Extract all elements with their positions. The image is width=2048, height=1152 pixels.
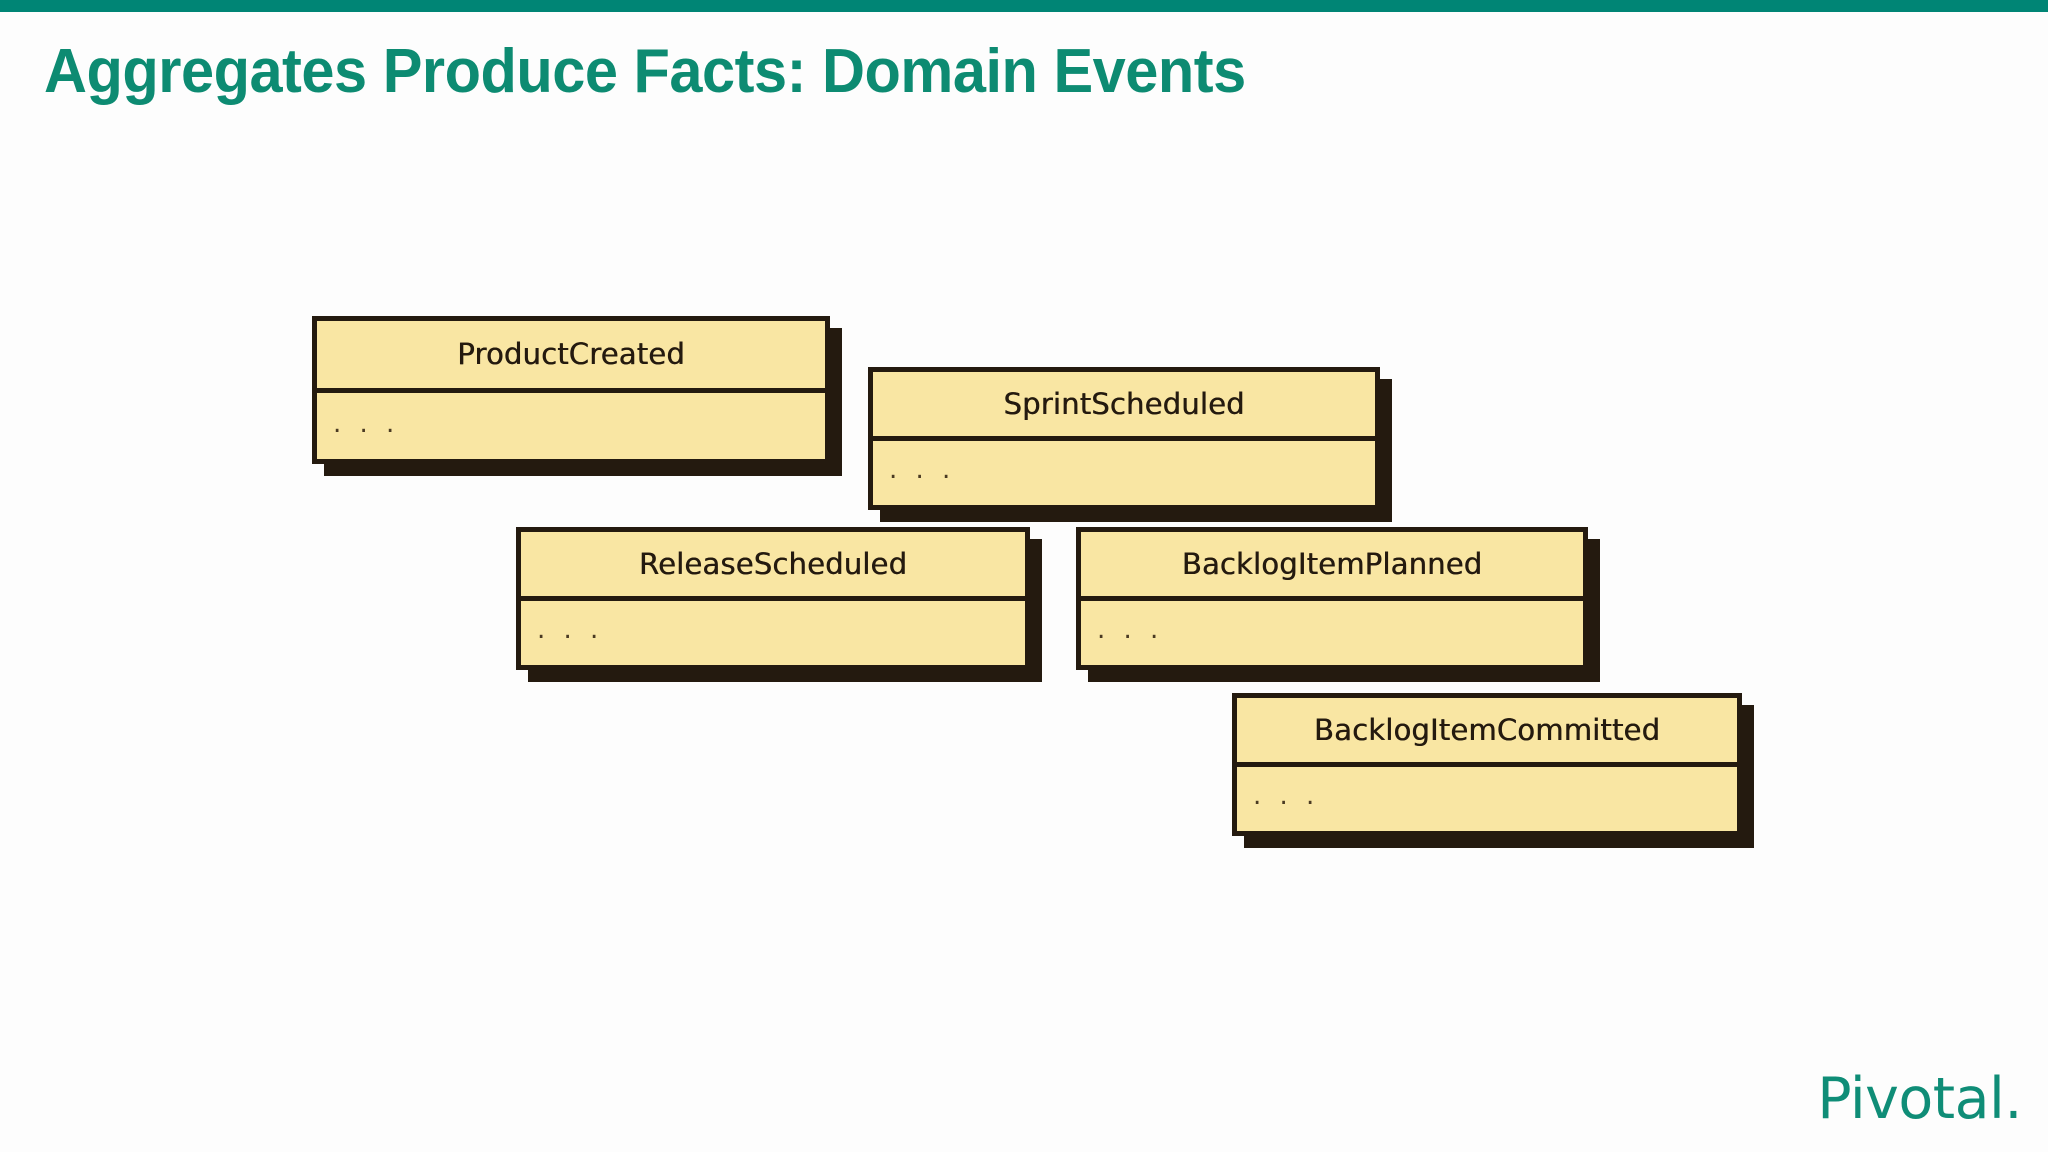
uml-box-body-row: . . . [873,441,1375,505]
uml-box-backlogitem-planned[interactable]: BacklogItemPlanned . . . [1076,527,1588,670]
uml-box-name-label: BacklogItemPlanned [1181,547,1483,582]
uml-box-name-label: SprintScheduled [1003,387,1245,422]
uml-box-body-row: . . . [1081,601,1583,665]
uml-box-name-row: ReleaseScheduled [521,532,1025,602]
uml-box-name-row: SprintScheduled [873,372,1375,442]
uml-box-product-created[interactable]: ProductCreated . . . [312,316,830,464]
uml-box-body-row: . . . [521,601,1025,665]
page-title: Aggregates Produce Facts: Domain Events [44,37,1246,106]
uml-box-name-label: BacklogItemCommitted [1313,713,1661,748]
uml-box-body-row: . . . [317,393,825,459]
uml-box-backlogitem-committed[interactable]: BacklogItemCommitted . . . [1232,693,1742,836]
uml-box-name-label: ReleaseScheduled [638,547,908,582]
uml-box-name-row: ProductCreated [317,321,825,393]
uml-box-body-ellipsis: . . . [1097,614,1164,645]
uml-box-name-row: BacklogItemPlanned [1081,532,1583,602]
uml-box-sprint-scheduled[interactable]: SprintScheduled . . . [868,367,1380,510]
uml-box-body-ellipsis: . . . [889,454,956,485]
uml-box-name-label: ProductCreated [457,337,685,372]
uml-box-body-ellipsis: . . . [333,408,400,439]
uml-box-body-row: . . . [1237,767,1737,831]
uml-box-body-ellipsis: . . . [1253,780,1320,811]
uml-box-body-ellipsis: . . . [537,614,604,645]
pivotal-logo: Pivotal. [1817,1066,2022,1132]
uml-box-release-scheduled[interactable]: ReleaseScheduled . . . [516,527,1030,670]
top-accent-bar [0,0,2048,12]
uml-box-name-row: BacklogItemCommitted [1237,698,1737,768]
